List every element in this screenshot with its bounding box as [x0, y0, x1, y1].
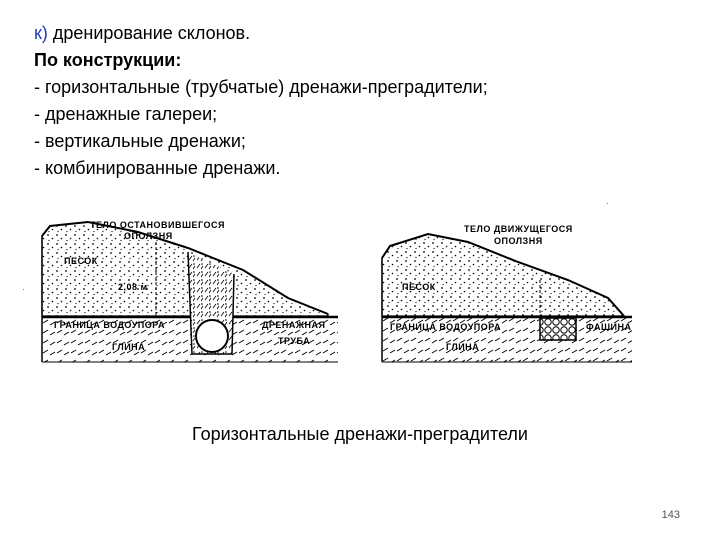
fascine-block [539, 317, 577, 341]
label-depth: 2,08 м [118, 282, 148, 292]
ground-surface [381, 232, 625, 317]
page-number: 143 [661, 509, 680, 521]
label-drain-line2: ТРУБА [278, 336, 310, 346]
sand-layer [381, 233, 626, 317]
label-body-line2: ОПОЛЗНЯ [124, 231, 173, 241]
clay-layer [42, 318, 338, 362]
list-item: - дренажные галереи; [34, 104, 218, 124]
drain-pipe [195, 319, 229, 353]
sand-layer [41, 221, 329, 317]
list-item: - горизонтальные (трубчатые) дренажи-пре… [34, 77, 488, 97]
label-body-line2: ОПОЛЗНЯ [494, 236, 543, 246]
heading-text: дренирование склонов. [47, 23, 251, 43]
label-sand: ПЕСОК [64, 256, 98, 266]
figure-left-drain-diagram: ТЕЛО ОСТАНОВИВШЕГОСЯ ОПОЛЗНЯ ПЕСОК 2,08 … [28, 206, 346, 366]
figure-left-svg: ТЕЛО ОСТАНОВИВШЕГОСЯ ОПОЛЗНЯ ПЕСОК 2,08 … [41, 220, 338, 363]
label-body-line1: ТЕЛО ОСТАНОВИВШЕГОСЯ [90, 220, 225, 230]
list-item: - комбинированные дренажи. [34, 158, 281, 178]
label-drain-line1: ДРЕНАЖНАЯ [262, 320, 326, 330]
slide-text: к) дренирование склонов. По конструкции:… [34, 20, 488, 182]
heading-prefix: к) [34, 23, 48, 43]
stray-dot: . [606, 196, 609, 207]
list-item: - вертикальные дренажи; [34, 131, 246, 151]
label-boundary: ГРАНИЦА ВОДОУПОРА [390, 322, 501, 332]
slide-subheading: По конструкции: [34, 50, 182, 70]
label-body-line1: ТЕЛО ДВИЖУЩЕГОСЯ [464, 224, 573, 234]
label-sand: ПЕСОК [402, 282, 436, 292]
stray-dot: . [22, 282, 25, 293]
label-fascine: ФАШИНА [586, 322, 631, 332]
figure-caption: Горизонтальные дренажи-преградители [192, 424, 528, 444]
slide-heading: к) дренирование склонов. [34, 20, 488, 47]
ground-surface [41, 220, 329, 315]
label-boundary: ГРАНИЦА ВОДОУПОРА [54, 320, 165, 330]
label-clay: ГЛИНА [112, 342, 145, 352]
clay-layer [382, 318, 632, 362]
label-clay: ГЛИНА [446, 342, 479, 352]
figure-right-svg: ТЕЛО ДВИЖУЩЕГОСЯ ОПОЛЗНЯ ПЕСОК ГРАНИЦА В… [381, 224, 632, 363]
figure-right-drain-diagram: ТЕЛО ДВИЖУЩЕГОСЯ ОПОЛЗНЯ ПЕСОК ГРАНИЦА В… [368, 214, 634, 366]
